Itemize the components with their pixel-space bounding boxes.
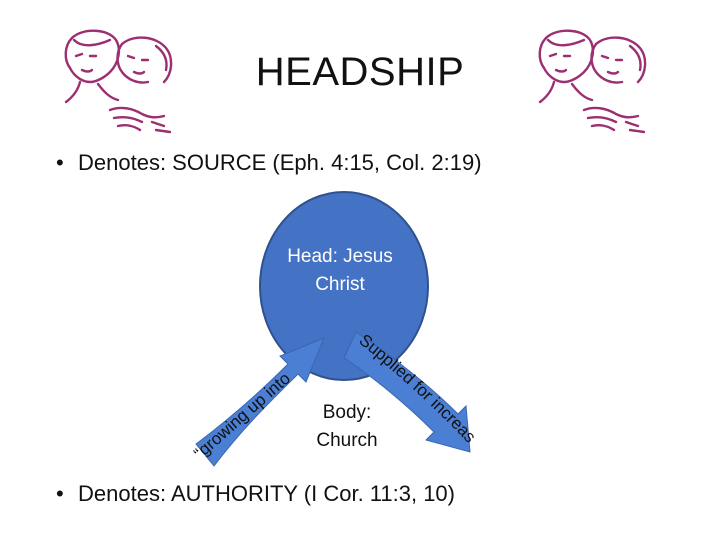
bullet-marker: • — [56, 481, 64, 506]
bullet-marker: • — [56, 150, 64, 175]
body-label-line2: Church — [316, 430, 377, 451]
bullet-authority: • Denotes: AUTHORITY (I Cor. 11:3, 10) — [56, 481, 455, 507]
couple-embrace-icon — [538, 29, 647, 134]
body-label-line1: Body: — [323, 402, 372, 423]
growing-up-arrow — [195, 337, 325, 467]
slide-title: HEADSHIP — [255, 50, 465, 94]
couple-embrace-icon — [64, 29, 173, 134]
supplied-arrow — [343, 331, 471, 453]
bullet-source: • Denotes: SOURCE (Eph. 4:15, Col. 2:19) — [56, 150, 482, 176]
bullet-text: Denotes: AUTHORITY (I Cor. 11:3, 10) — [78, 481, 455, 506]
left-arrow-label: “growing up into — [190, 369, 294, 463]
bullet-text: Denotes: SOURCE (Eph. 4:15, Col. 2:19) — [78, 150, 482, 175]
head-circle — [259, 191, 429, 381]
head-label-line2: Christ — [315, 274, 365, 295]
head-label-line1: Head: Jesus — [287, 246, 393, 267]
